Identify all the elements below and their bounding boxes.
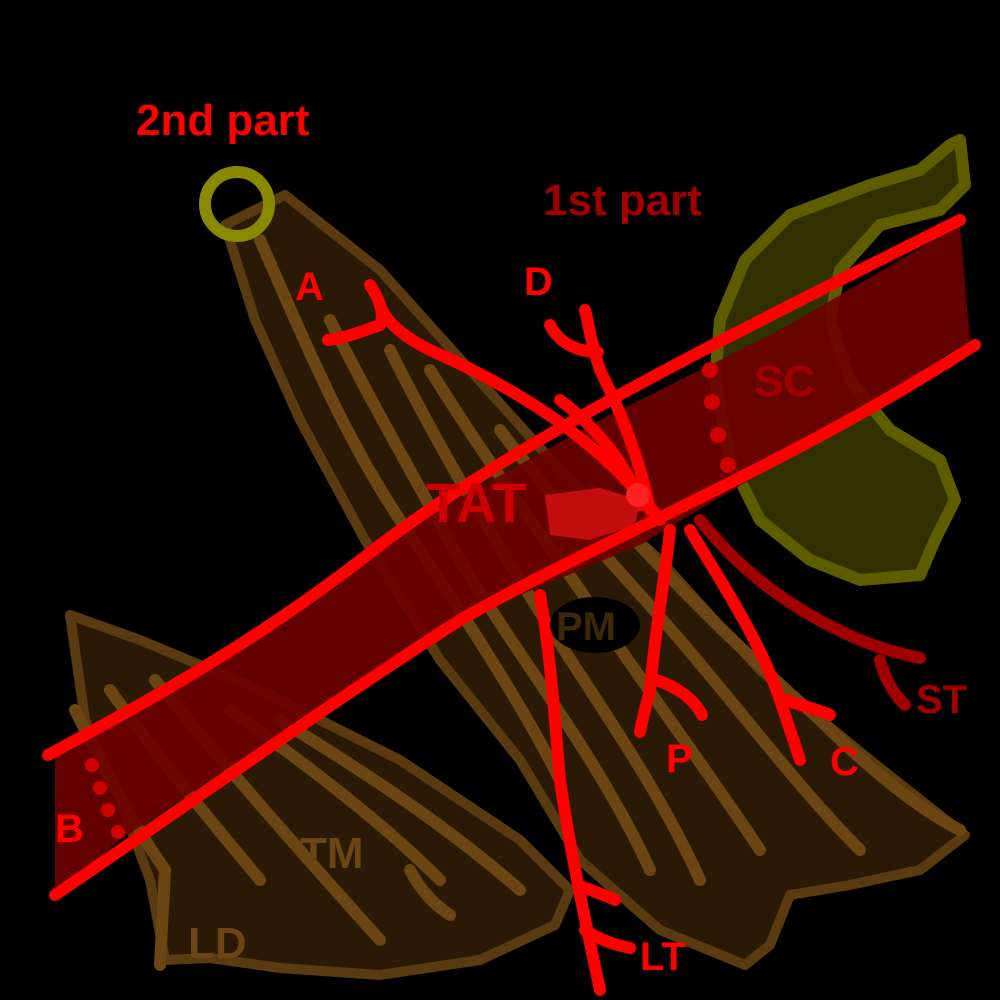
label-st: ST xyxy=(916,678,967,722)
axillary-artery-trunk xyxy=(55,225,970,895)
branch-p xyxy=(634,524,676,738)
branch-lt-tip-1 xyxy=(572,879,621,906)
second-part-ring xyxy=(199,166,275,242)
label-tm: TM xyxy=(300,829,364,878)
branch-st-line xyxy=(694,514,926,664)
fibre-line xyxy=(404,864,456,921)
label-lt: LT xyxy=(640,935,686,979)
branch-st-tip xyxy=(874,654,911,711)
label-pm: PM xyxy=(556,605,616,649)
branch-a xyxy=(374,299,666,526)
branch-a-tip xyxy=(322,279,388,346)
label-b: B xyxy=(55,807,84,851)
branch-p-tip xyxy=(649,674,708,721)
label-ld: LD xyxy=(188,919,247,968)
tat-blob xyxy=(545,488,640,540)
axillary-artery-upper-border xyxy=(42,214,966,761)
branch-c-tip xyxy=(779,694,836,721)
axillary-artery-lower-border xyxy=(49,339,981,901)
label-a: A xyxy=(295,265,324,309)
fibre-line xyxy=(254,234,566,786)
branch-st xyxy=(694,514,926,711)
branch-d xyxy=(579,304,656,516)
fibre-line xyxy=(424,364,766,856)
branch-d-tip xyxy=(544,319,604,358)
label-c: C xyxy=(830,740,859,784)
branch-c xyxy=(684,524,806,766)
label-d: D xyxy=(524,260,553,304)
boundary-dots xyxy=(85,362,736,839)
fibre-line xyxy=(274,714,526,896)
label-p: P xyxy=(666,737,693,781)
label-second-part: 2nd part xyxy=(136,96,310,145)
pm-label-background xyxy=(550,597,640,653)
label-first-part: 1st part xyxy=(543,176,702,225)
label-tat: TAT xyxy=(426,471,527,534)
branch-lt-tip-2 xyxy=(579,924,636,954)
tat-origin-dot xyxy=(626,483,650,507)
label-sc: SC xyxy=(754,357,815,406)
